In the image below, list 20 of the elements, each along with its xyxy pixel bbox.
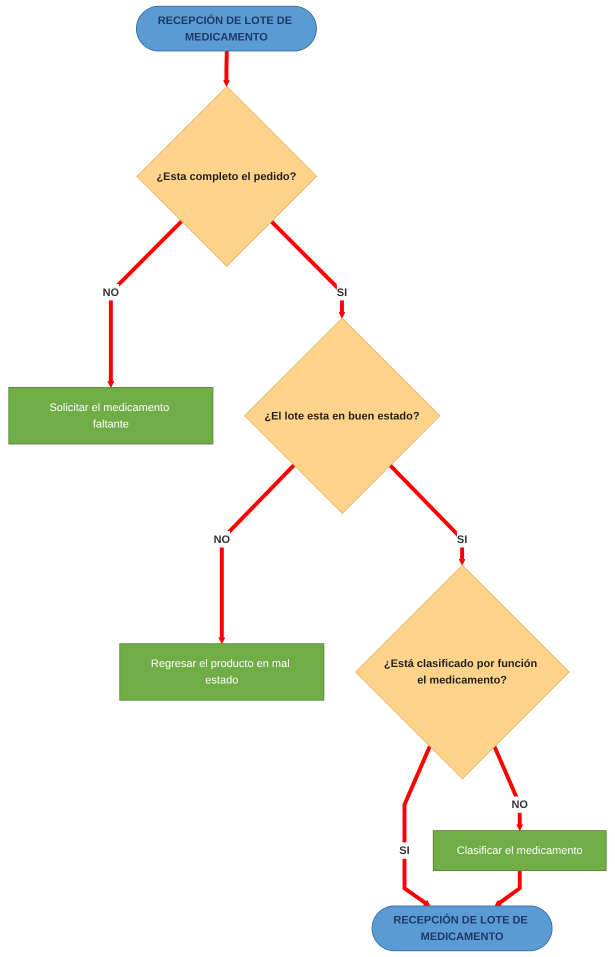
arrow [388, 464, 466, 566]
edge-label: NO [511, 798, 528, 811]
node-diamond: ¿Está clasificado por función el medicamento? [355, 564, 570, 780]
node-diamond: ¿El lote esta en buen estado? [244, 318, 441, 514]
arrow [402, 746, 432, 907]
arrow [270, 220, 346, 318]
arrow [492, 746, 524, 831]
edge-label: SI [456, 532, 468, 546]
node-box: Regresar el producto en mal estado [119, 643, 324, 701]
node-box: Solicitar el medicamento faltante [8, 387, 214, 444]
edge-label: SI [399, 844, 410, 856]
node-box: Clasificar el medicamento [432, 830, 607, 872]
edge-label: SI [336, 286, 348, 298]
node-diamond: ¿Esta completo el pedido? [136, 86, 318, 267]
arrow [218, 464, 296, 644]
edge-label: NO [214, 532, 230, 546]
arrow [222, 51, 230, 87]
arrow [107, 220, 183, 388]
arrow [494, 870, 522, 907]
edge-label: NO [102, 286, 120, 298]
